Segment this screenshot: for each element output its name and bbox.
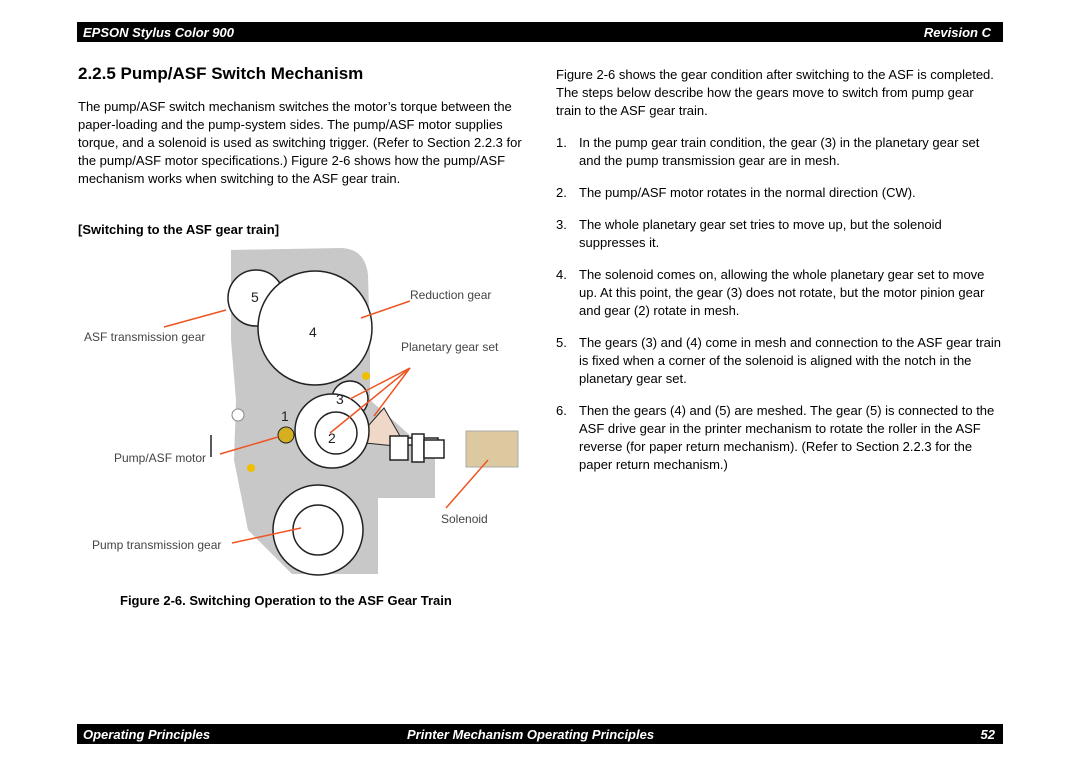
gear-number-3: 3 bbox=[336, 391, 344, 407]
list-item: 5. The gears (3) and (4) come in mesh and… bbox=[556, 334, 1002, 388]
label-planetary-gear-set: Planetary gear set bbox=[401, 340, 499, 354]
steps-list: 1. In the pump gear train condition, the … bbox=[556, 134, 1002, 488]
footer-chapter: Operating Principles bbox=[83, 727, 211, 742]
step-text: The pump/ASF motor rotates in the normal… bbox=[579, 185, 916, 200]
list-item: 3. The whole planetary gear set tries to … bbox=[556, 216, 1002, 252]
step-number: 2. bbox=[556, 185, 567, 200]
step-text: The gears (3) and (4) come in mesh and c… bbox=[579, 335, 1002, 386]
header-revision: Revision C bbox=[923, 25, 991, 40]
step-number: 5. bbox=[556, 335, 567, 350]
gear-4 bbox=[257, 270, 373, 386]
gear-2 bbox=[314, 411, 358, 455]
mechanism-figure: Reduction gear ASF transmission gear Pla… bbox=[78, 240, 540, 585]
solenoid-plunger-neck bbox=[411, 433, 425, 463]
step-number: 1. bbox=[556, 135, 567, 150]
gear-number-2: 2 bbox=[328, 430, 336, 446]
section-title: 2.2.5 Pump/ASF Switch Mechanism bbox=[78, 64, 364, 83]
step-number: 3. bbox=[556, 217, 567, 232]
label-solenoid: Solenoid bbox=[441, 512, 488, 526]
pump-transmission-gear-inner bbox=[292, 504, 344, 556]
step-text: In the pump gear train condition, the ge… bbox=[579, 135, 980, 168]
step-text: Then the gears (4) and (5) are meshed. T… bbox=[579, 403, 995, 472]
marker-dot bbox=[362, 372, 370, 380]
solenoid-plunger-tail bbox=[423, 439, 445, 459]
list-item: 1. In the pump gear train condition, the … bbox=[556, 134, 1002, 170]
list-item: 4. The solenoid comes on, allowing the wh… bbox=[556, 266, 1002, 320]
frame-hole bbox=[231, 408, 245, 422]
label-asf-transmission-gear: ASF transmission gear bbox=[84, 330, 206, 344]
step-text: The whole planetary gear set tries to mo… bbox=[579, 217, 942, 250]
header-product: EPSON Stylus Color 900 bbox=[83, 25, 234, 40]
label-pump-asf-motor: Pump/ASF motor bbox=[114, 451, 207, 465]
label-pump-transmission-gear: Pump transmission gear bbox=[92, 538, 222, 552]
gear-number-1: 1 bbox=[281, 408, 289, 424]
marker-dot bbox=[247, 464, 255, 472]
label-reduction-gear: Reduction gear bbox=[410, 288, 492, 302]
gear-number-5: 5 bbox=[251, 289, 259, 305]
right-intro: Figure 2-6 shows the gear condition afte… bbox=[556, 67, 994, 118]
figure-caption: Figure 2-6. Switching Operation to the A… bbox=[120, 593, 452, 608]
solenoid-body bbox=[465, 430, 519, 468]
gear-number-4: 4 bbox=[309, 324, 317, 340]
footer-section: Printer Mechanism Operating Principles bbox=[407, 727, 655, 742]
list-item: 2. The pump/ASF motor rotates in the norm… bbox=[556, 184, 1002, 202]
subheading: [Switching to the ASF gear train] bbox=[78, 222, 280, 237]
step-number: 4. bbox=[556, 267, 567, 282]
footer-bar: Operating Principles Printer Mechanism O… bbox=[77, 724, 1003, 744]
leader-lines bbox=[163, 300, 489, 544]
page-number: 52 bbox=[980, 727, 995, 742]
motor-pinion bbox=[277, 426, 295, 444]
section-intro: The pump/ASF switch mechanism switches t… bbox=[78, 99, 522, 186]
list-item: 6. Then the gears (4) and (5) are meshed.… bbox=[556, 402, 1002, 474]
header-bar: EPSON Stylus Color 900 Revision C bbox=[77, 22, 1003, 42]
step-number: 6. bbox=[556, 403, 567, 418]
solenoid-plunger-head bbox=[389, 435, 409, 461]
step-text: The solenoid comes on, allowing the whol… bbox=[579, 267, 985, 318]
mechanism-diagram bbox=[163, 248, 519, 576]
